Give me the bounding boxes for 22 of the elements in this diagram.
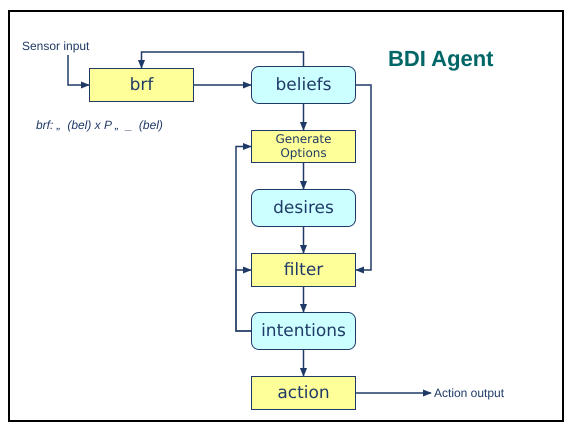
arrow xyxy=(67,55,90,89)
diagram-title: BDI Agent xyxy=(388,46,494,72)
arrow xyxy=(355,84,372,274)
arrow xyxy=(300,287,308,313)
arrow xyxy=(194,81,252,89)
arrow xyxy=(235,266,252,332)
io-label: Action output xyxy=(434,385,524,402)
process-box: action xyxy=(251,376,356,410)
arrow xyxy=(138,51,304,69)
arrow xyxy=(356,389,432,397)
function-signature: brf: „ (bel) x P „ _ (bel) xyxy=(36,118,163,132)
io-label: Sensor input xyxy=(22,38,114,55)
state-box: intentions xyxy=(251,312,356,350)
arrow xyxy=(300,104,308,131)
process-box: Generate Options xyxy=(251,130,356,163)
state-box: beliefs xyxy=(251,66,356,104)
state-box: desires xyxy=(251,189,356,227)
arrow xyxy=(300,227,308,254)
process-box: filter xyxy=(251,253,356,287)
arrow xyxy=(300,350,308,377)
arrow xyxy=(300,163,308,190)
process-box: brf xyxy=(89,68,194,102)
